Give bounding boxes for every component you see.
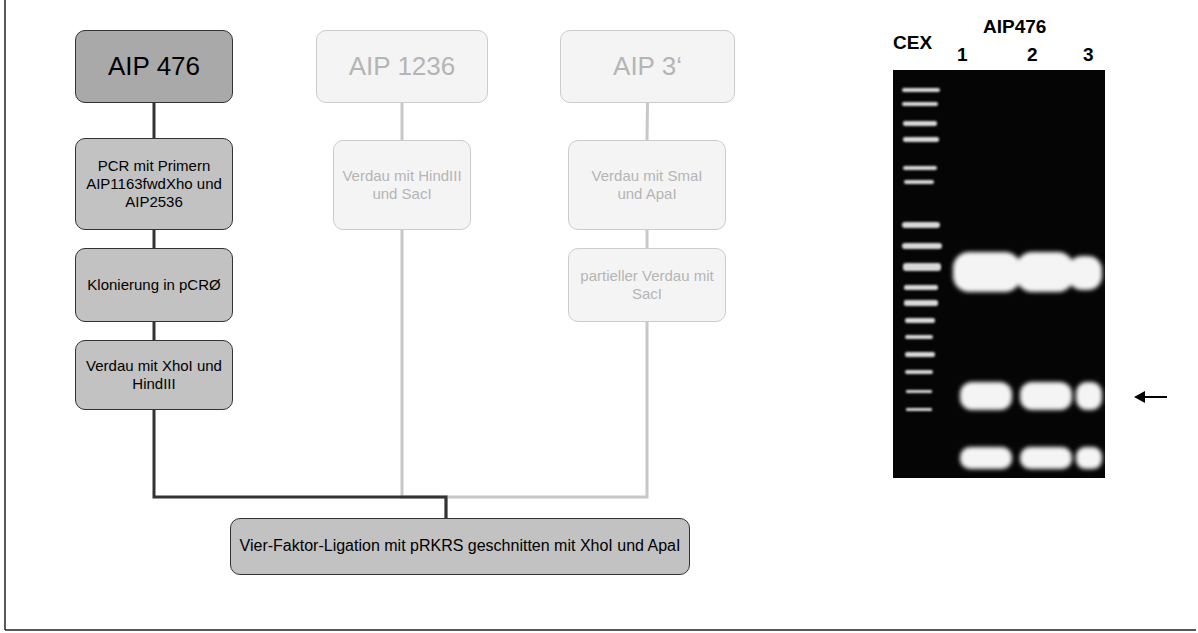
ligation-box: Vier-Faktor-Ligation mit pRKRS geschnitt… xyxy=(230,518,690,575)
connector-line xyxy=(446,322,647,518)
connector-line xyxy=(646,230,649,248)
lane-number: 1 xyxy=(957,44,968,66)
node-text: Verdau mit SmaI und ApaI xyxy=(577,167,717,202)
process-box: Klonierung in pCRØ xyxy=(75,248,233,322)
node-text: Verdau mit HindIII und SacI xyxy=(342,167,462,202)
node-text: AIP 3‘ xyxy=(613,51,682,82)
node-text: partieller Verdau mit SacI xyxy=(577,267,717,302)
lane-number: 2 xyxy=(1027,44,1038,66)
source-box: AIP 1236 xyxy=(316,30,488,103)
gel-image xyxy=(893,70,1105,478)
band-pointer xyxy=(1134,391,1167,403)
process-box: PCR mit Primern AIP1163fwdXho und AIP253… xyxy=(75,138,233,230)
node-text: AIP 1236 xyxy=(349,51,456,82)
frame-line xyxy=(4,0,6,630)
source-box: AIP 3‘ xyxy=(560,30,735,103)
ladder-bands xyxy=(902,88,942,411)
connector-line xyxy=(154,410,446,518)
connector-line xyxy=(402,230,446,518)
gel-heading: AIP476 xyxy=(983,16,1046,38)
node-text: Verdau mit XhoI und HindIII xyxy=(84,357,224,392)
connector-line xyxy=(646,103,650,140)
process-box: Verdau mit SmaI und ApaI xyxy=(568,140,726,230)
node-text: PCR mit Primern AIP1163fwdXho und AIP253… xyxy=(84,157,224,210)
connector-line xyxy=(153,230,156,248)
lane-number: 3 xyxy=(1083,44,1094,66)
process-box: Verdau mit XhoI und HindIII xyxy=(75,340,233,410)
source-box: AIP 476 xyxy=(75,30,233,103)
node-text: Vier-Faktor-Ligation mit pRKRS geschnitt… xyxy=(240,537,681,556)
connector-line xyxy=(401,103,404,140)
process-box: partieller Verdau mit SacI xyxy=(568,248,726,322)
connector-line xyxy=(153,103,156,138)
connector-line xyxy=(153,322,156,340)
node-text: AIP 476 xyxy=(108,51,200,82)
process-box: Verdau mit HindIII und SacI xyxy=(333,140,471,230)
node-text: Klonierung in pCRØ xyxy=(87,276,220,294)
gel-heading: CEX xyxy=(893,32,932,54)
frame-line xyxy=(5,629,1196,631)
sample-bands xyxy=(953,252,1102,469)
